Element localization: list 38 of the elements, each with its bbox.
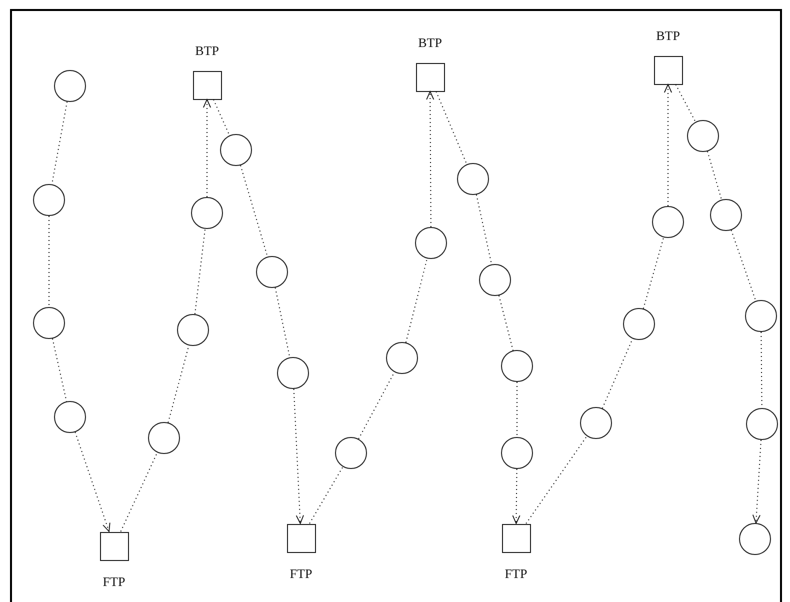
- circle-node: [580, 407, 612, 439]
- circle-node: [54, 401, 86, 433]
- dotted-arrow: [664, 84, 672, 206]
- node-label: FTP: [102, 574, 126, 588]
- circle-node: [277, 357, 309, 389]
- circle-node: [386, 342, 418, 374]
- circle-node: [256, 256, 288, 288]
- circle-node: [177, 314, 209, 346]
- node-label: BTP: [656, 28, 680, 42]
- circle-node: [220, 134, 252, 166]
- node-label: FTP: [290, 566, 312, 580]
- node-label: BTP: [195, 42, 219, 58]
- circle-node: [623, 308, 655, 340]
- circle-node: [415, 227, 447, 259]
- dotted-arrow: [202, 99, 212, 198]
- circle-node: [710, 199, 742, 231]
- dotted-arrow: [74, 432, 110, 532]
- circle-node: [687, 120, 719, 152]
- circle-node: [501, 350, 533, 382]
- dotted-arrow: [426, 91, 434, 228]
- circle-node: [33, 307, 65, 339]
- circle-node: [335, 437, 367, 469]
- circle-node: [745, 300, 777, 332]
- node-label: FTP: [504, 566, 528, 580]
- circle-node: [652, 206, 684, 238]
- circle-node: [739, 523, 771, 555]
- dotted-arrow: [512, 468, 520, 524]
- dotted-arrow: [752, 439, 762, 524]
- dotted-arrow: [293, 388, 304, 524]
- node-label: BTP: [418, 34, 442, 50]
- circle-node: [501, 437, 533, 469]
- circle-node: [33, 184, 65, 216]
- circle-node: [54, 70, 86, 102]
- circle-node: [479, 264, 511, 296]
- circle-node: [148, 422, 180, 454]
- circle-node: [457, 163, 489, 195]
- circle-node: [746, 408, 778, 440]
- circle-node: [191, 197, 223, 229]
